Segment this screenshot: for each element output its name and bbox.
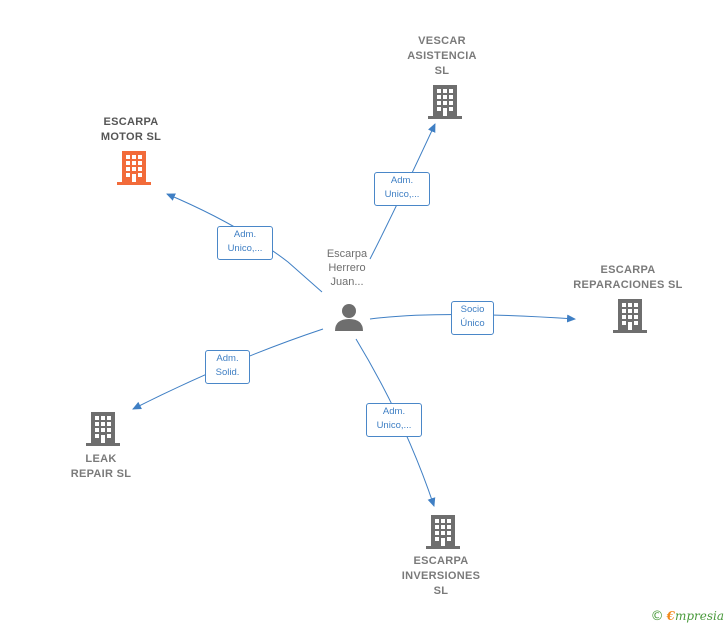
building-icon[interactable]: [117, 150, 151, 186]
person-icon[interactable]: [334, 302, 364, 332]
copyright-icon: ©: [650, 609, 664, 624]
edge-label-leak[interactable]: Adm. Solid.: [205, 350, 250, 384]
building-icon[interactable]: [426, 514, 460, 550]
building-icon[interactable]: [86, 411, 120, 447]
center-person-name: Escarpa Herrero Juan...: [326, 248, 368, 288]
node-label-inversiones: ESCARPA INVERSIONES SL: [401, 555, 481, 597]
node-label-vescar: VESCAR ASISTENCIA SL: [407, 35, 477, 77]
node-label-motor: ESCARPA MOTOR SL: [100, 116, 162, 143]
brand-initial: €: [666, 609, 675, 623]
edge-label-inversiones[interactable]: Adm. Unico,...: [366, 403, 422, 437]
node-label-leak: LEAK REPAIR SL: [70, 453, 132, 480]
brand-name: mpresia: [674, 609, 724, 623]
building-icon[interactable]: [613, 298, 647, 334]
footer-brand[interactable]: ©€mpresia: [651, 609, 724, 624]
building-icon[interactable]: [428, 84, 462, 120]
edge-label-reparaciones[interactable]: Socio Único: [451, 301, 494, 335]
edge-label-vescar[interactable]: Adm. Unico,...: [374, 172, 430, 206]
edge-label-motor[interactable]: Adm. Unico,...: [217, 226, 273, 260]
node-label-reparaciones: ESCARPA REPARACIONES SL: [573, 264, 683, 291]
